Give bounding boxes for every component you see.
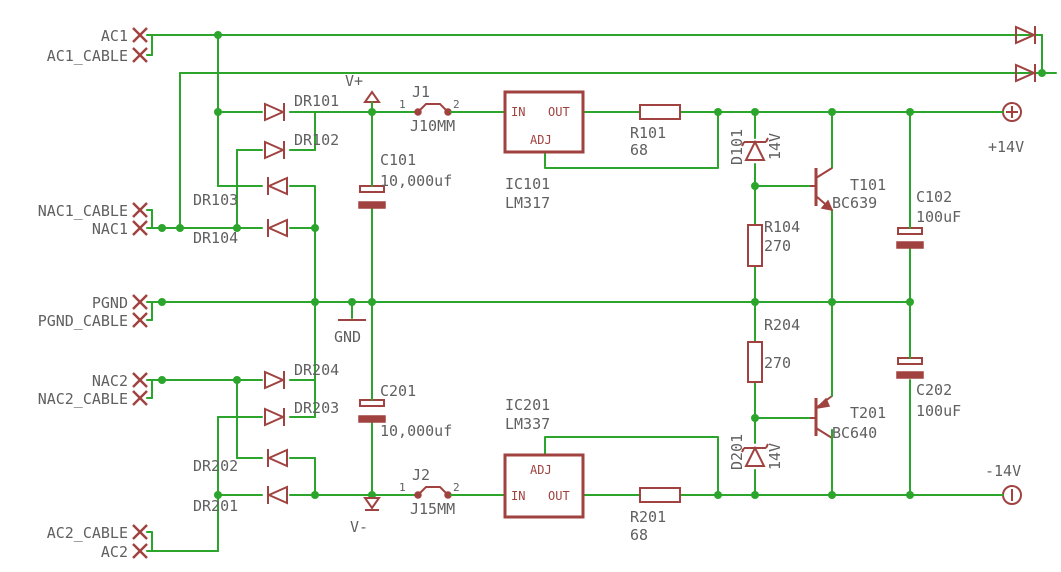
label-ic101-value: LM317: [505, 194, 550, 212]
connector-marks: [132, 27, 153, 559]
label-r204: R204: [764, 316, 800, 334]
label-nac2: NAC2: [92, 372, 128, 390]
capacitor-labels: C101 10,000uf C201 10,000uf C102 100uF C…: [380, 151, 961, 440]
label-c201: C201: [380, 382, 416, 400]
diode-labels: DR101 DR102 DR103 DR104 DR204 DR203 DR20…: [193, 92, 339, 515]
resistor-labels: R101 68 R201 68 R104 270 R204 270: [630, 124, 800, 544]
label-c102-value: 100uF: [916, 208, 961, 226]
label-r101: R101: [630, 124, 666, 142]
label-d201-value: 14V: [766, 443, 784, 470]
label-d101: D101: [728, 129, 746, 165]
label-r104-value: 270: [764, 237, 791, 255]
ic101-pin-adj: ADJ: [530, 133, 552, 147]
label-t201: T201: [850, 404, 886, 422]
label-dr202: DR202: [193, 457, 238, 475]
label-dr101: DR101: [294, 92, 339, 110]
label-c101-value: 10,000uf: [380, 172, 452, 190]
label-pgnd: PGND: [92, 294, 128, 312]
ic201-pin-in: IN: [511, 489, 525, 503]
rectifier-diodes: [264, 25, 1037, 505]
label-dr102: DR102: [294, 131, 339, 149]
label-r104: R104: [764, 218, 800, 236]
diode-dr102: [264, 140, 286, 160]
label-j2-value: J15MM: [410, 500, 455, 518]
label-ic101: IC101: [505, 175, 550, 193]
label-t201-value: BC640: [832, 424, 877, 442]
label-c201-value: 10,000uf: [380, 422, 452, 440]
label-nac2-cable: NAC2_CABLE: [38, 390, 128, 408]
label-r204-value: 270: [764, 354, 791, 372]
label-c101: C101: [380, 151, 416, 169]
label-t101: T101: [850, 176, 886, 194]
diode-dr201: [266, 485, 288, 505]
zener-diodes: [741, 137, 769, 467]
diode-dr202: [266, 448, 288, 468]
diode-dr104: [266, 218, 288, 238]
capacitors: [358, 179, 924, 423]
label-vminus: V-: [350, 518, 368, 536]
diode-dr203: [264, 407, 286, 427]
label-dr104: DR104: [193, 229, 238, 247]
connector-labels: AC1 AC1_CABLE NAC1_CABLE NAC1 PGND PGND_…: [38, 27, 128, 561]
supply-labels: V+ V- GND +14V -14V: [334, 72, 1024, 536]
label-r101-value: 68: [630, 141, 648, 159]
diode-dr204: [264, 370, 286, 390]
diode-dr101: [264, 102, 286, 122]
label-nac1-cable: NAC1_CABLE: [38, 202, 128, 220]
label-j1-value: J10MM: [410, 117, 455, 135]
label-r201-value: 68: [630, 526, 648, 544]
diode-right-top: [1015, 25, 1037, 45]
transistor-labels: T101 BC639 T201 BC640: [832, 176, 886, 442]
label-dr204: DR204: [294, 361, 339, 379]
label-j1-pin2: 2: [453, 98, 460, 111]
label-plus14: +14V: [988, 138, 1024, 156]
label-j2-pin1: 1: [399, 481, 406, 494]
label-j2-pin2: 2: [453, 481, 460, 494]
label-j1: J1: [412, 83, 430, 101]
label-dr201: DR201: [193, 497, 238, 515]
ic101-pin-out: OUT: [548, 105, 570, 119]
jumpers: [397, 103, 461, 499]
label-gnd: GND: [334, 328, 361, 346]
diode-dr103: [266, 176, 288, 196]
ic101-pin-in: IN: [511, 105, 525, 119]
label-d101-value: 14V: [766, 133, 784, 160]
ic201-pin-out: OUT: [548, 489, 570, 503]
label-t101-value: BC639: [832, 194, 877, 212]
zener-labels: D101 14V D201 14V: [728, 129, 784, 470]
resistors: [639, 104, 763, 503]
label-dr103: DR103: [193, 191, 238, 209]
junction-dots: [158, 31, 1046, 499]
diode-right-bottom: [1015, 63, 1037, 83]
label-ac1: AC1: [101, 27, 128, 45]
label-ic201-value: LM337: [505, 415, 550, 433]
transistors: [810, 167, 834, 439]
regulator-labels: IN OUT ADJ IC101 LM317 ADJ IN OUT IC201 …: [505, 105, 570, 503]
jumper-labels: J1 1 2 J10MM J2 1 2 J15MM: [399, 83, 460, 518]
label-j1-pin1: 1: [399, 98, 406, 111]
label-d201: D201: [728, 434, 746, 470]
label-pgnd-cable: PGND_CABLE: [38, 312, 128, 330]
supply-symbols: [338, 90, 1022, 511]
ic201-pin-adj: ADJ: [530, 463, 552, 477]
label-nac1: NAC1: [92, 220, 128, 238]
label-r201: R201: [630, 508, 666, 526]
label-ic201: IC201: [505, 396, 550, 414]
label-c102: C102: [916, 188, 952, 206]
label-minus14: -14V: [985, 462, 1021, 480]
wires: [151, 34, 1057, 552]
label-ac2-cable: AC2_CABLE: [47, 524, 128, 542]
label-c202-value: 100uF: [916, 402, 961, 420]
label-ac2: AC2: [101, 543, 128, 561]
label-dr203: DR203: [294, 399, 339, 417]
label-c202: C202: [916, 381, 952, 399]
regulators: [503, 90, 585, 519]
label-vplus: V+: [345, 72, 363, 90]
label-ac1-cable: AC1_CABLE: [47, 47, 128, 65]
label-j2: J2: [412, 466, 430, 484]
